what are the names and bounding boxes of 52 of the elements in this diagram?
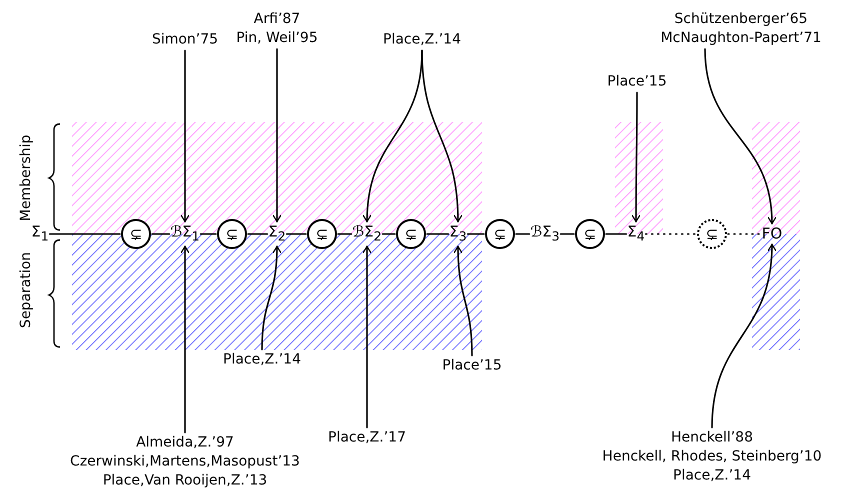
connector-line xyxy=(200,233,217,235)
citation-text: Schützenberger’65 xyxy=(674,10,808,29)
citation-text: Place,Van Rooijen,Z.’13 xyxy=(102,472,268,490)
inclusion-circle: ⊊ xyxy=(485,219,515,249)
connector-line xyxy=(247,233,268,235)
arrow xyxy=(272,48,282,222)
citation-text: Place’15 xyxy=(607,72,667,92)
connector-line xyxy=(605,233,628,235)
citation-text: Place,Z.’14 xyxy=(383,30,461,50)
arrow xyxy=(362,246,372,428)
class-label: Σ$_{1}$ xyxy=(31,222,49,246)
citation-text: Czerwinski,Martens,Masopust’13 xyxy=(70,452,300,472)
arrow xyxy=(711,244,776,428)
connector-line xyxy=(337,233,352,235)
citation-text: Place,Z.’14 xyxy=(673,466,751,486)
class-label: ℬΣ$_{2}$ xyxy=(352,222,382,246)
citation-text: Place’15 xyxy=(442,356,502,376)
class-label: ℬΣ$_{3}$ xyxy=(530,222,560,246)
citation-text: Almeida,Z.’97 xyxy=(136,434,234,452)
citation-text: Place,Z.’17 xyxy=(328,428,406,448)
connector-line xyxy=(727,233,762,235)
connector-line xyxy=(466,233,485,235)
connector-line xyxy=(151,233,170,235)
connector-line xyxy=(426,233,450,235)
connector-line xyxy=(560,233,575,235)
citation-text: Pin, Weil’95 xyxy=(236,29,318,48)
arrow xyxy=(180,246,190,434)
connector-line xyxy=(48,233,121,235)
inclusion-circle: ⊊ xyxy=(575,219,605,249)
citation-text: McNaughton-Papert’71 xyxy=(660,29,822,48)
citation-text: Henckell, Rhodes, Steinberg’10 xyxy=(602,448,822,466)
connector-line xyxy=(286,233,307,235)
arrow xyxy=(631,92,641,222)
citation-text: Simon’75 xyxy=(152,30,218,50)
class-label: FO xyxy=(762,224,782,244)
connector-line xyxy=(382,233,396,235)
connector-line xyxy=(515,233,530,235)
arrow xyxy=(180,50,190,222)
class-label: Σ$_{2}$ xyxy=(268,222,286,246)
class-label: Σ$_{3}$ xyxy=(449,222,467,246)
citation-text: Arfi’87 xyxy=(254,10,300,29)
axis-label: Membership xyxy=(18,134,34,222)
citation-text: Place,Z.’14 xyxy=(223,350,301,370)
connector-line xyxy=(644,233,697,235)
inclusion-circle: ⊊ xyxy=(697,219,727,249)
arrow xyxy=(421,50,462,222)
arrow xyxy=(261,246,282,350)
class-label: ℬΣ$_{1}$ xyxy=(170,222,200,246)
arrow xyxy=(704,48,776,224)
axis-label: Separation xyxy=(18,252,34,328)
class-label: Σ$_{4}$ xyxy=(627,222,645,246)
citation-text: Henckell’88 xyxy=(671,428,753,448)
